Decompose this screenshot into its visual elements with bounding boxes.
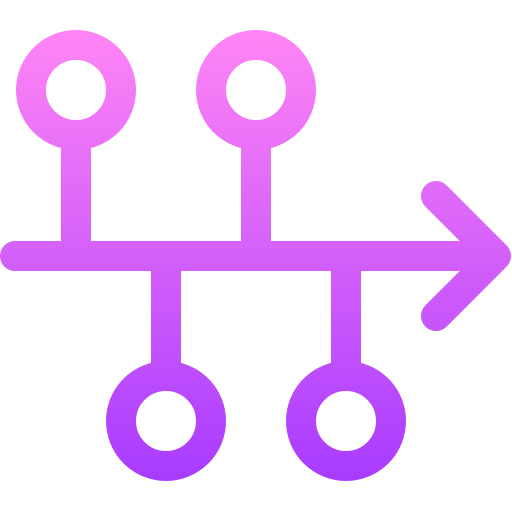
top-node-2: [196, 30, 316, 150]
top-node-1: [16, 30, 136, 150]
bottom-node-2: [286, 361, 406, 481]
bottom-node-1: [106, 361, 226, 481]
arrow-head: [421, 181, 511, 331]
